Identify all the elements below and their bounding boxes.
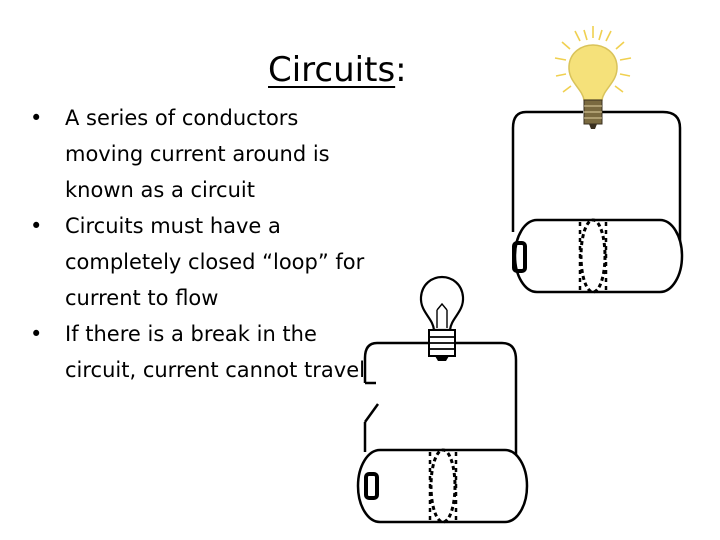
lit-bulb-icon (554, 26, 632, 129)
bullet-item: • Circuits must have a completely closed… (28, 208, 378, 316)
title-colon: : (395, 50, 407, 90)
bulb-filament (436, 302, 448, 328)
battery-terminal (364, 472, 379, 500)
bullet-marker: • (30, 106, 43, 130)
battery-terminal (512, 241, 527, 273)
bullet-text: A series of conductors moving current ar… (65, 106, 330, 202)
closed-circuit-diagram (511, 110, 684, 294)
bullet-text: Circuits must have a completely closed “… (65, 214, 365, 310)
wire-left-top (363, 341, 429, 383)
battery-body (356, 448, 529, 524)
battery-band (579, 218, 607, 294)
open-switch (363, 403, 380, 423)
title-word: Circuits (268, 50, 396, 90)
bullet-item: • If there is a break in the circuit, cu… (28, 316, 378, 388)
slide-title: Circuits: (268, 48, 407, 92)
open-circuit-diagram (356, 341, 529, 524)
bulb-glass (568, 44, 618, 101)
wire-left (511, 110, 583, 232)
wire-right (602, 110, 682, 242)
bullet-list: • A series of conductors moving current … (28, 100, 378, 388)
bullet-marker: • (30, 322, 43, 346)
bullet-text: If there is a break in the circuit, curr… (65, 322, 365, 382)
wire-right (455, 341, 518, 457)
bullet-marker: • (30, 214, 43, 238)
bullet-item: • A series of conductors moving current … (28, 100, 378, 208)
light-rays (554, 26, 632, 93)
battery-body (513, 218, 684, 294)
unlit-bulb-icon (419, 275, 465, 361)
